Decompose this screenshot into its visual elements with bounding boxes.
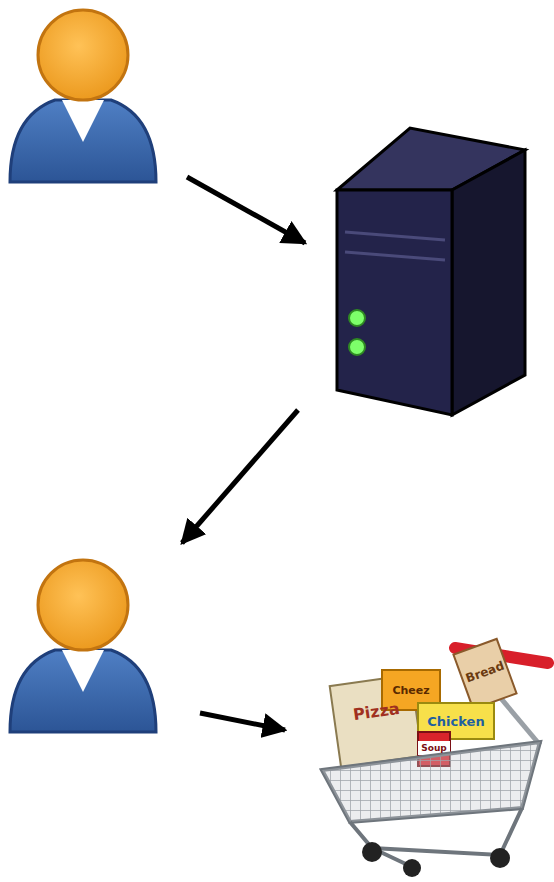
- package-label: Cheez: [392, 685, 429, 696]
- person-icon: [10, 560, 156, 732]
- package-label: Chicken: [427, 715, 484, 728]
- server-icon: [337, 128, 525, 415]
- shopping-cart: [322, 639, 548, 877]
- package-label: Soup: [421, 744, 447, 753]
- package-label: Pizza: [352, 701, 400, 723]
- flow-arrow: [182, 177, 305, 730]
- package-label: Bread: [464, 660, 506, 685]
- person-icon: [10, 10, 156, 182]
